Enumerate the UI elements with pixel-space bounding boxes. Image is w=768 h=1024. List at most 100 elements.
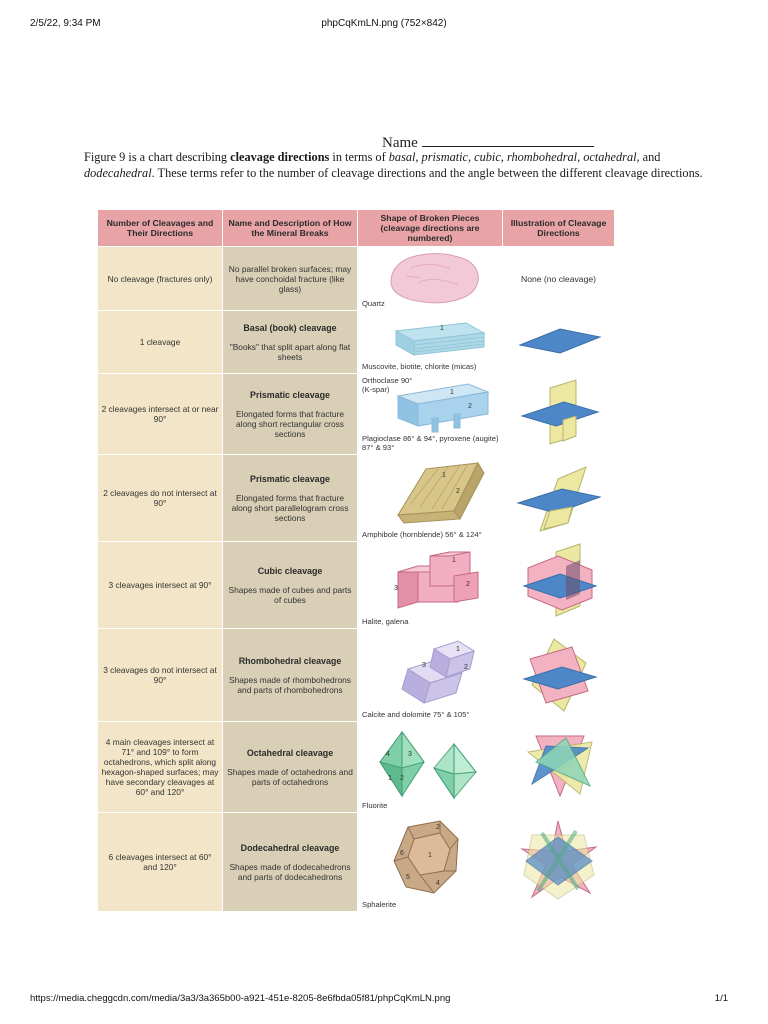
mineral-label-top: Orthoclase 90° (K-spar) — [362, 376, 413, 394]
shape-cell: 1 2 3 Calcite and dolomite 75° & 105° — [357, 628, 503, 722]
cleavage-number: 3 — [394, 585, 398, 592]
description-text: Shapes made of dodecahedrons and parts o… — [229, 861, 351, 882]
no-cleavage-illustration-text: None (no cleavage) — [520, 273, 596, 284]
description-text: Elongated forms that fracture along shor… — [231, 492, 349, 523]
header-name-description: Name and Description of How the Mineral … — [222, 209, 358, 247]
cleavage-count-cell: 6 cleavages intersect at 60° and 120° — [97, 812, 223, 912]
mineral-label: Muscovite, biotite, chlorite (micas) — [362, 362, 477, 371]
cleavage-number: 2 — [464, 664, 468, 671]
cleavage-number: 3 — [408, 751, 412, 758]
illustration-cell — [502, 628, 615, 722]
cleavage-number: 1 — [442, 472, 446, 479]
name-field: Name — [382, 134, 594, 152]
mineral-label: Quartz — [362, 299, 385, 308]
description-text: "Books" that split apart along flat shee… — [229, 341, 351, 362]
header-cleavage-count: Number of Cleavages and Their Directions — [97, 209, 223, 247]
table-row: 6 cleavages intersect at 60° and 120° Do… — [97, 812, 615, 912]
basal-plane-icon — [518, 328, 602, 354]
header-illustration: Illustration of Cleavage Directions — [502, 209, 615, 247]
table-row: No cleavage (fractures only) No parallel… — [97, 246, 615, 311]
cleavage-number: 2 — [400, 775, 404, 782]
description-text: Shapes made of rhombohedrons and parts o… — [229, 674, 351, 695]
intro-text-4: . These terms refer to the number of cle… — [151, 165, 703, 180]
mineral-label: Fluorite — [362, 801, 388, 810]
cleavage-number: 3 — [422, 662, 426, 669]
illustration-cell — [502, 541, 615, 629]
cleavage-count-cell: 2 cleavages do not intersect at 90° — [97, 454, 223, 542]
orthoclase-prism-shape-icon: 1 2 — [396, 383, 490, 433]
cleavage-type-title: Octahedral cleavage — [246, 747, 334, 758]
dodecahedral-planes-icon — [520, 820, 598, 900]
shape-cell: 2 1 6 5 4 Sphalerite — [357, 812, 503, 912]
mineral-label: Amphibole (hornblende) 56° & 124° — [362, 530, 482, 539]
amphibole-shape-icon: 1 2 — [397, 461, 485, 524]
description-cell: No parallel broken surfaces; may have co… — [222, 246, 358, 311]
illustration-cell — [502, 721, 615, 813]
prismatic-planes-90-icon — [520, 379, 600, 445]
source-url: https://media.cheggcdn.com/media/3a3/3a3… — [30, 993, 451, 1004]
page-count: 1/1 — [714, 993, 728, 1004]
cleavage-type-title: Dodecahedral cleavage — [240, 842, 340, 853]
cleavage-count-cell: 1 cleavage — [97, 310, 223, 374]
cleavage-number: 1 — [428, 852, 432, 859]
cleavage-count-cell: 3 cleavages intersect at 90° — [97, 541, 223, 629]
cleavage-number: 1 — [440, 325, 444, 332]
illustration-cell: None (no cleavage) — [502, 246, 615, 311]
fluorite-octahedron-shape-icon: 4 3 1 2 — [378, 730, 477, 800]
print-timestamp: 2/5/22, 9:34 PM — [30, 18, 101, 29]
name-label: Name — [382, 135, 418, 151]
document-title: phpCqKmLN.png (752×842) — [321, 18, 447, 29]
cleavage-number: 1 — [388, 775, 392, 782]
cleavage-number: 2 — [466, 581, 470, 588]
cleavage-number: 4 — [386, 751, 390, 758]
table-row: 3 cleavages do not intersect at 90° Rhom… — [97, 628, 615, 722]
illustration-cell — [502, 310, 615, 374]
intro-text-1: Figure 9 is a chart describing — [84, 150, 231, 164]
mineral-label: Calcite and dolomite 75° & 105° — [362, 710, 470, 719]
shape-cell: Quartz — [357, 246, 503, 311]
cleavage-number: 5 — [406, 874, 410, 881]
shape-cell: Orthoclase 90° (K-spar) 1 2 Plagioclase … — [357, 373, 503, 455]
illustration-cell — [502, 454, 615, 542]
cleavage-type-title: Rhombohedral cleavage — [238, 655, 342, 666]
cleavage-count-cell: 4 main cleavages intersect at 71° and 10… — [97, 721, 223, 813]
table-row: 2 cleavages do not intersect at 90° Pris… — [97, 454, 615, 542]
cleavage-number: 1 — [450, 389, 454, 396]
description-cell: Basal (book) cleavage"Books" that split … — [222, 310, 358, 374]
cleavage-count-cell: 3 cleavages do not intersect at 90° — [97, 628, 223, 722]
description-text: Shapes made of cubes and parts of cubes — [228, 584, 352, 605]
illustration-cell — [502, 812, 615, 912]
cleavage-count-cell: 2 cleavages intersect at or near 90° — [97, 373, 223, 455]
table-row: 4 main cleavages intersect at 71° and 10… — [97, 721, 615, 813]
intro-bold-term: cleavage directions — [230, 150, 330, 164]
description-text: Shapes made of octahedrons and parts of … — [227, 766, 353, 787]
cleavage-number: 2 — [456, 488, 460, 495]
name-blank-line — [421, 134, 594, 147]
shape-cell: 4 3 1 2 Fluorite — [357, 721, 503, 813]
halite-cubes-shape-icon: 1 2 3 — [394, 551, 479, 609]
intro-text-2: in terms of — [329, 150, 389, 164]
mica-book-shape-icon: 1 — [394, 322, 486, 356]
table-row: 3 cleavages intersect at 90° Cubic cleav… — [97, 541, 615, 629]
octahedral-planes-icon — [526, 735, 593, 798]
quartz-shape-icon — [390, 253, 479, 304]
intro-paragraph: Figure 9 is a chart describing cleavage … — [84, 150, 704, 181]
shape-cell: 1 2 Amphibole (hornblende) 56° & 124° — [357, 454, 503, 542]
cleavage-number: 2 — [468, 403, 472, 410]
cleavage-type-title: Prismatic cleavage — [250, 389, 330, 400]
cleavage-number: 1 — [452, 557, 456, 564]
cleavage-number: 4 — [436, 880, 440, 887]
mineral-label: Sphalerite — [362, 900, 397, 909]
cleavage-type-title: Prismatic cleavage — [250, 473, 330, 484]
intro-italic-terms: basal, prismatic, cubic, rhombohedral, o… — [388, 150, 640, 164]
cubic-planes-icon — [522, 543, 598, 617]
cleavage-number: 6 — [400, 850, 404, 857]
intro-italic-term-2: dodecahedral — [84, 165, 152, 180]
illustration-cell — [502, 373, 615, 455]
cleavage-count-cell: No cleavage (fractures only) — [97, 246, 223, 311]
rhombohedral-planes-icon — [522, 638, 598, 712]
